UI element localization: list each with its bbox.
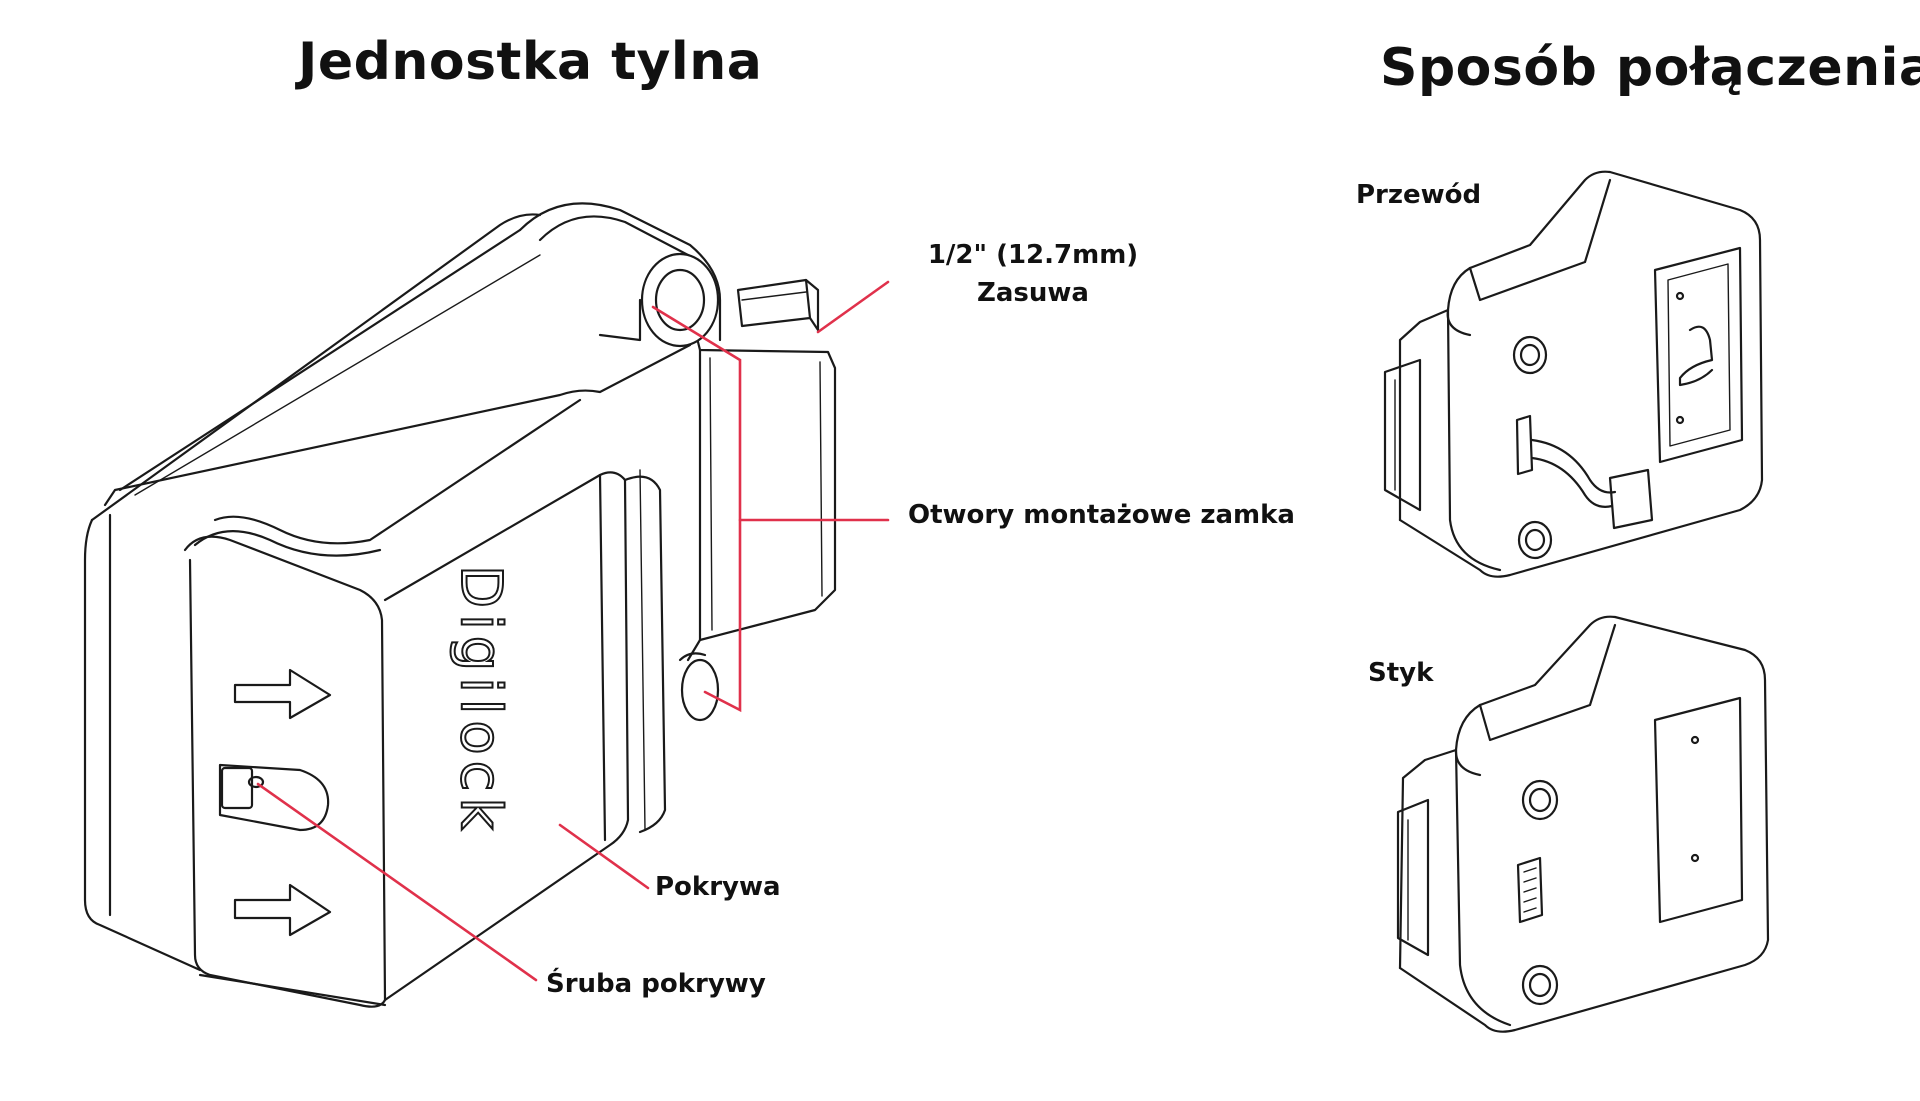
rear-unit-drawing: Digilock: [83, 202, 837, 1008]
arrow-top: [233, 668, 332, 720]
label-cover: Pokrywa: [655, 872, 781, 902]
title-rear-unit: Jednostka tylna: [298, 32, 763, 92]
leader-cover: [558, 823, 650, 890]
wire-connection-drawing: [1383, 170, 1764, 578]
contact-connection-drawing: [1396, 615, 1770, 1033]
label-cover-screw: Śruba pokrywy: [546, 969, 766, 999]
label-contact: Styk: [1368, 658, 1434, 688]
title-connection-method: Sposób połączenia: [1380, 38, 1920, 98]
label-latch-size: 1/2" (12.7mm): [927, 240, 1139, 270]
label-mounting-holes: Otwory montażowe zamka: [908, 500, 1295, 530]
leader-lines: [256, 280, 890, 982]
leader-holes-bracket: [651, 305, 742, 713]
leader-latch: [816, 280, 890, 334]
arrow-bottom: [233, 883, 332, 937]
brand-logo: Digilock: [448, 565, 513, 836]
label-latch-name: Zasuwa: [977, 278, 1089, 308]
leader-screw: [256, 782, 538, 982]
label-latch: 1/2" (12.7mm) Zasuwa: [898, 236, 1168, 312]
label-wire: Przewód: [1356, 180, 1482, 210]
